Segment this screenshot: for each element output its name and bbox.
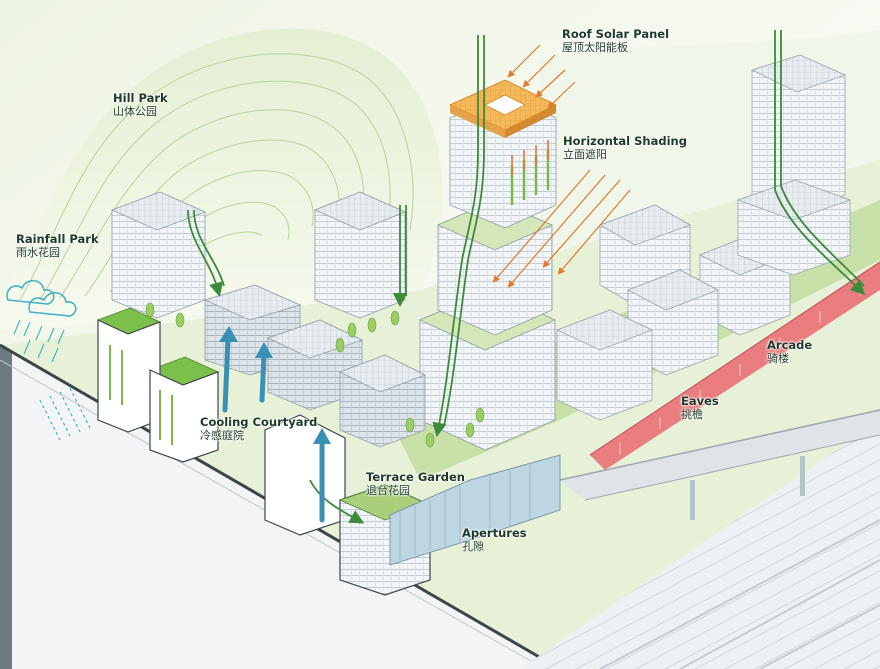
label-eaves-zh: 挑檐 xyxy=(681,408,703,421)
airflow-arrows xyxy=(187,30,866,524)
label-roof-solar-panel-en: Roof Solar Panel xyxy=(562,27,670,41)
central-tower xyxy=(419,79,558,451)
rain-cloud-icon xyxy=(6,279,77,363)
left-blocks xyxy=(96,191,432,596)
label-hill-park-en: Hill Park xyxy=(113,91,168,105)
label-rainfall-park-zh: 雨水花园 xyxy=(16,246,60,259)
label-roof-solar-panel-zh: 屋顶太阳能板 xyxy=(562,41,628,54)
solar-rays xyxy=(492,44,631,288)
label-eaves: Eaves 挑檐 xyxy=(681,394,719,422)
trees xyxy=(145,302,485,448)
label-horizontal-shading-zh: 立面遮阳 xyxy=(563,148,607,161)
shading-arrows xyxy=(511,140,549,175)
label-rainfall-park: Rainfall Park 雨水花园 xyxy=(16,232,99,260)
cooling-arrow-heads xyxy=(219,326,331,444)
label-rainfall-park-en: Rainfall Park xyxy=(16,232,99,246)
label-cooling-courtyard-zh: 冷感庭院 xyxy=(200,429,244,442)
rainwater-flow-icon xyxy=(39,387,91,441)
label-terrace-garden-zh: 退台花园 xyxy=(366,484,410,497)
label-terrace-garden-en: Terrace Garden xyxy=(366,470,465,484)
label-cooling-courtyard: Cooling Courtyard 冷感庭院 xyxy=(200,415,318,443)
label-apertures: Apertures 孔隙 xyxy=(462,526,527,554)
label-hill-park-zh: 山体公园 xyxy=(113,105,157,118)
road-viaduct xyxy=(520,409,880,669)
label-arcade-zh: 骑楼 xyxy=(767,352,789,365)
cooling-arrows xyxy=(222,335,325,523)
label-roof-solar-panel: Roof Solar Panel 屋顶太阳能板 xyxy=(562,27,670,55)
label-cooling-courtyard-en: Cooling Courtyard xyxy=(200,415,318,429)
label-terrace-garden: Terrace Garden 退台花园 xyxy=(366,470,465,498)
label-apertures-en: Apertures xyxy=(462,526,527,540)
label-arcade-en: Arcade xyxy=(767,338,813,352)
label-arcade: Arcade 骑楼 xyxy=(767,338,813,366)
label-hill-park: Hill Park 山体公园 xyxy=(113,91,168,119)
label-horizontal-shading-en: Horizontal Shading xyxy=(563,134,687,148)
label-horizontal-shading: Horizontal Shading 立面遮阳 xyxy=(563,134,687,162)
arcade-walkway xyxy=(589,261,880,470)
label-eaves-en: Eaves xyxy=(681,394,719,408)
label-apertures-zh: 孔隙 xyxy=(462,540,484,553)
apertures-building xyxy=(389,454,561,566)
